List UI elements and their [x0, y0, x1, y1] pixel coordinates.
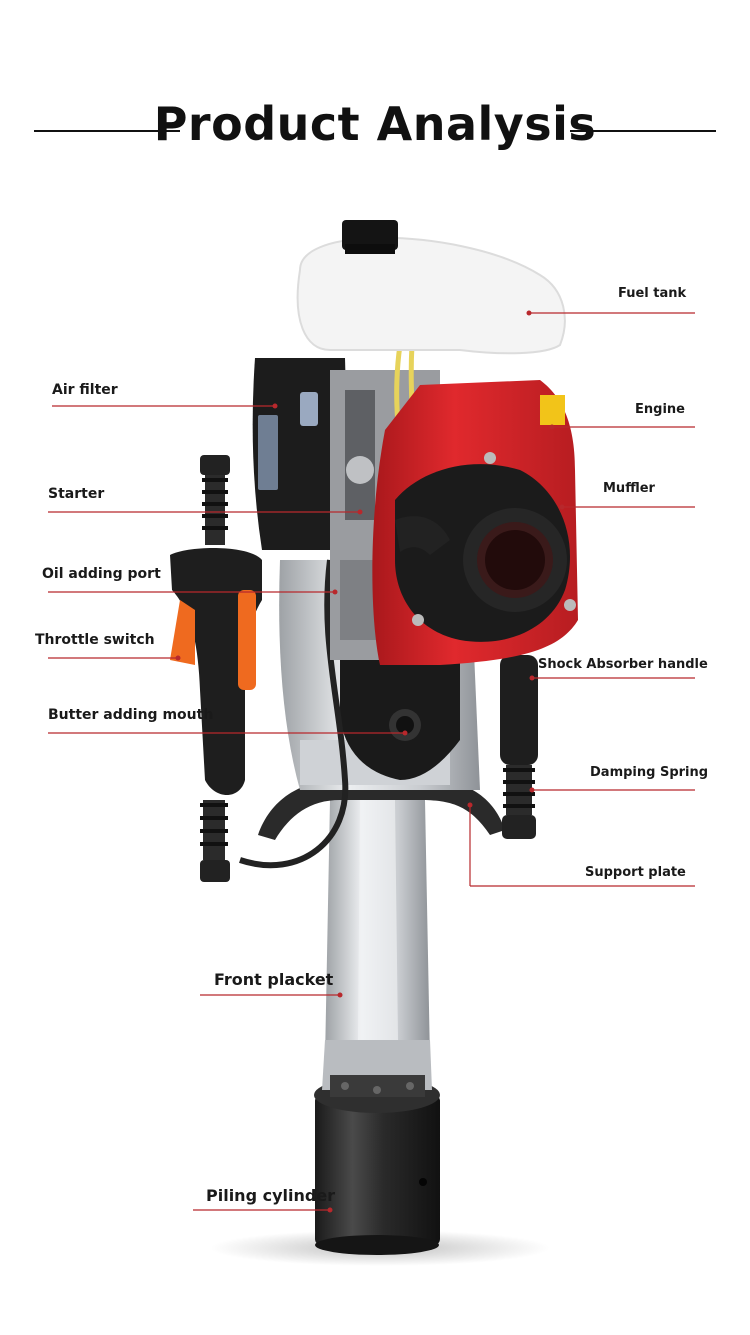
- fuel-tank-part: [296, 220, 566, 355]
- label-support-plate: Support plate: [585, 865, 686, 880]
- label-fuel-tank: Fuel tank: [618, 286, 687, 301]
- label-engine: Engine: [635, 402, 685, 417]
- piling-cylinder-part: [314, 1077, 440, 1255]
- title-rule-right: [570, 130, 716, 132]
- leader-lines: [48, 310, 695, 1213]
- label-starter: Starter: [48, 486, 105, 502]
- title-bar: Product Analysis: [0, 95, 750, 165]
- throttle-trigger: [170, 600, 195, 665]
- label-muffler: Muffler: [603, 481, 655, 496]
- title-rule-left: [34, 130, 180, 132]
- throttle-handle-part: [170, 455, 262, 882]
- front-placket-part: [322, 800, 432, 1097]
- label-oil-adding-port: Oil adding port: [42, 566, 161, 582]
- fuel-hose: [239, 559, 349, 869]
- label-piling-cylinder: Piling cylinder: [206, 1186, 336, 1205]
- support-plate-part: [258, 780, 505, 840]
- shock-absorber-part: [500, 655, 538, 839]
- label-shock-absorber-handle: Shock Absorber handle: [538, 657, 708, 672]
- label-butter-adding-mouth: Butter adding mouth: [48, 707, 214, 723]
- page-title: Product Analysis: [153, 97, 597, 151]
- label-damping-spring: Damping Spring: [590, 765, 709, 780]
- label-throttle-switch: Throttle switch: [35, 632, 155, 648]
- engine-cover-part: [372, 380, 578, 665]
- label-air-filter: Air filter: [52, 382, 118, 398]
- label-front-placket: Front placket: [214, 970, 334, 989]
